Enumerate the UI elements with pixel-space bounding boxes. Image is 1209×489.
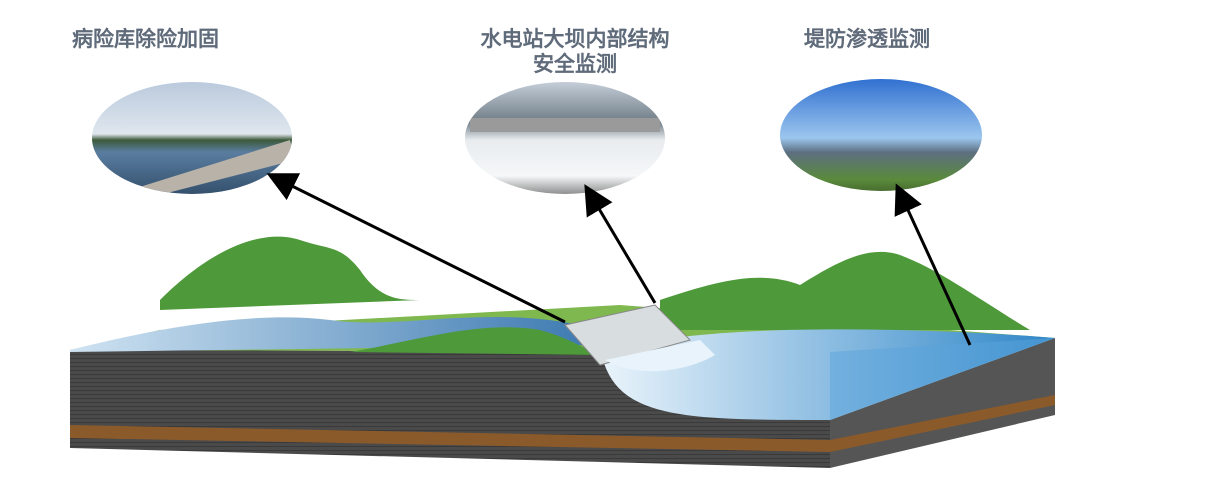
label-reservoir-reinforcement: 病险库除险加固 [72,27,219,51]
dam [564,304,691,366]
reservoir-photo [92,82,292,194]
arrow-to-reservoir [266,173,566,324]
label-dam-line2: 安全监测 [533,52,617,76]
label-dam-line1: 水电站大坝内部结构 [480,27,670,51]
label-dam-monitoring: 水电站大坝内部结构 安全监测 [420,27,730,77]
arrow-to-dam [584,184,657,304]
label-levee-seepage: 堤防渗透监测 [804,27,930,51]
arrow-to-levee [894,183,972,346]
levee-photo [780,79,982,191]
dam-photo [465,82,665,194]
hill-left [160,236,420,310]
hill-right [660,251,1030,330]
terrain-block [70,236,1055,468]
